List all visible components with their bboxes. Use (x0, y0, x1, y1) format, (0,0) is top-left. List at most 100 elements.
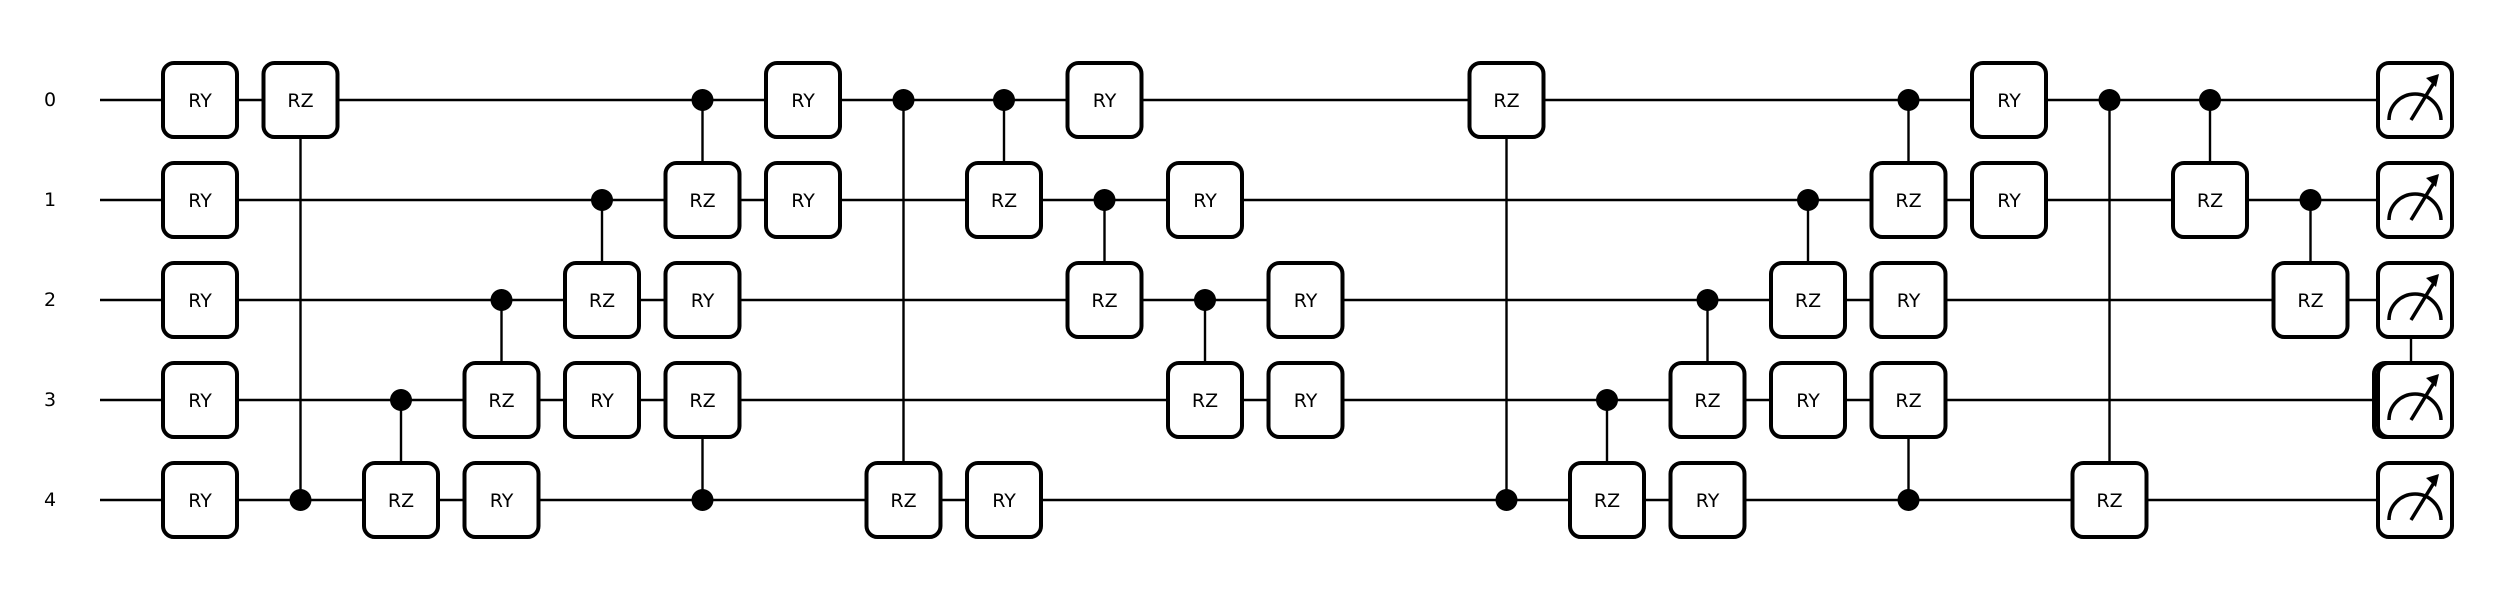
gate-ry: RY (1065, 61, 1144, 139)
meter-needle (2409, 180, 2437, 221)
gate-ry: RY (1869, 261, 1948, 339)
gate-box (1266, 261, 1345, 339)
control-dot (1495, 489, 1518, 511)
gate-ry: RY (1970, 61, 2048, 139)
gate-box (663, 161, 742, 239)
gate-rz: RZ (1166, 361, 1244, 439)
gate-label: RZ (689, 390, 715, 412)
meter-arc (2387, 292, 2443, 321)
gate-label: RZ (890, 490, 916, 512)
gate-label: RZ (689, 190, 715, 212)
gate-box (1769, 261, 1847, 339)
gate-label: RY (1294, 290, 1318, 312)
gate-label: RY (1796, 390, 1820, 412)
gate-ry: RY (764, 61, 842, 139)
gate-ry: RY (563, 361, 641, 439)
wire-label: 4 (44, 489, 56, 511)
gate-ry: RY (1266, 361, 1345, 439)
gate-ry: RY (965, 461, 1043, 539)
gate-box (1970, 161, 2048, 239)
gate-ry: RY (462, 461, 541, 539)
gate-box (1668, 461, 1747, 539)
meter-icon (2376, 361, 2454, 439)
meter-box (2376, 461, 2454, 539)
gate-ry: RY (764, 161, 842, 239)
meter-arc (2387, 92, 2443, 121)
meter-needle (2409, 380, 2437, 421)
meter-needle (2409, 80, 2437, 121)
gate-rz: RZ (1869, 161, 1948, 239)
gate-label: RY (188, 190, 212, 212)
gate-box (1166, 361, 1244, 439)
gate-label: RY (590, 390, 614, 412)
gate-label: RZ (287, 90, 313, 112)
control-dot (993, 89, 1015, 111)
gate-box (563, 261, 641, 339)
gate-box (2271, 261, 2350, 339)
wire-label: 2 (44, 289, 56, 311)
gate-label: RY (1997, 190, 2021, 212)
control-dot (1596, 389, 1618, 411)
gate-box (1266, 361, 1345, 439)
gate-rz: RZ (362, 461, 440, 539)
wire-label: 1 (44, 189, 56, 211)
gate-label: RY (490, 490, 514, 512)
gate-box (1769, 361, 1847, 439)
gate-box (161, 261, 239, 339)
control-dot (2299, 189, 2322, 211)
control-dot (390, 389, 412, 411)
gate-label: RZ (2096, 490, 2122, 512)
gate-label: RY (1696, 490, 1720, 512)
gate-rz: RZ (965, 161, 1043, 239)
gate-box (1166, 161, 1244, 239)
gate-ry: RY (663, 261, 742, 339)
gate-label: RY (992, 490, 1016, 512)
gate-box (1869, 361, 1948, 439)
control-dot (1897, 89, 1920, 111)
gate-label: RZ (1091, 290, 1117, 312)
gate-label: RZ (1192, 390, 1218, 412)
gate-label: RY (1997, 90, 2021, 112)
gate-rz: RZ (864, 461, 943, 539)
gate-rz: RZ (663, 361, 742, 439)
gate-label: RZ (1895, 390, 1921, 412)
gate-label: RZ (1895, 190, 1921, 212)
gate-label: RZ (388, 490, 414, 512)
control-dot (1797, 189, 1819, 211)
gate-label: RY (188, 90, 212, 112)
control-dot (289, 489, 312, 511)
gate-rz: RZ (1065, 261, 1144, 339)
wire-label: 0 (44, 89, 56, 111)
gate-rz: RZ (1869, 361, 1948, 439)
gate-label: RZ (1795, 290, 1821, 312)
meter-needle (2409, 280, 2437, 321)
gate-ry: RY (161, 261, 239, 339)
gate-box (1467, 61, 1546, 139)
gate-label: RZ (2197, 190, 2223, 212)
gate-ry: RY (161, 61, 239, 139)
gate-box (864, 461, 943, 539)
gate-rz: RZ (2171, 161, 2249, 239)
gate-rz: RZ (1769, 261, 1847, 339)
gate-label: RY (691, 290, 715, 312)
gate-rz: RZ (663, 161, 742, 239)
gate-box (161, 461, 239, 539)
meter-icon (2376, 61, 2454, 139)
gate-ry: RY (1266, 261, 1345, 339)
controls-layer (289, 89, 2422, 511)
gate-box (663, 261, 742, 339)
gate-label: RZ (991, 190, 1017, 212)
gate-box (462, 361, 541, 439)
gate-ry: RY (1668, 461, 1747, 539)
gate-ry: RY (1970, 161, 2048, 239)
gate-box (1065, 61, 1144, 139)
control-dot (2098, 89, 2121, 111)
gate-label: RZ (589, 290, 615, 312)
meter-arc (2387, 192, 2443, 221)
gate-label: RY (188, 390, 212, 412)
gate-ry: RY (161, 161, 239, 239)
meter-needle (2409, 480, 2437, 521)
gate-rz: RZ (1668, 361, 1747, 439)
